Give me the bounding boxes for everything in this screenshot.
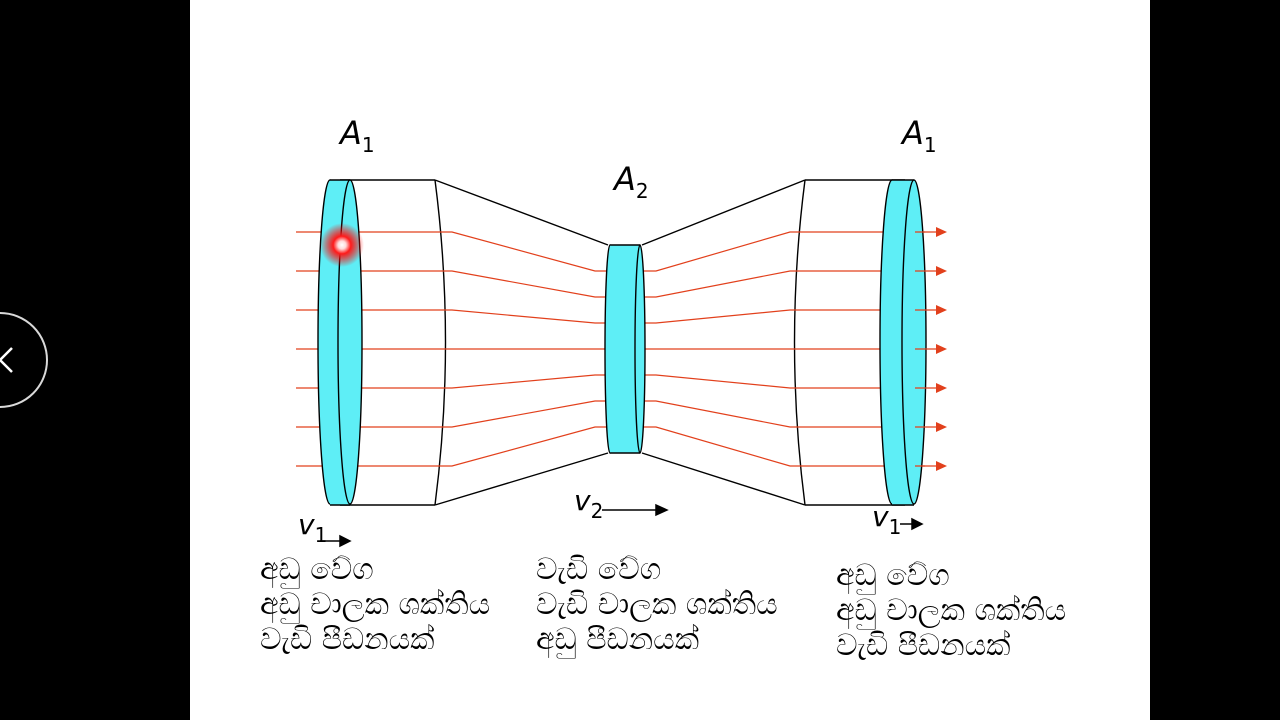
right-caption-line: අඩු වේග	[836, 558, 950, 593]
chevron-left-icon	[0, 347, 13, 373]
flow-arrowhead	[936, 227, 947, 237]
right-area-label: A1	[902, 114, 937, 157]
flow-arrowhead	[936, 461, 947, 471]
venturi-tube-diagram	[296, 179, 947, 548]
middle-velocity-label: v2	[574, 484, 604, 523]
back-button[interactable]	[0, 312, 48, 408]
left-area-label: A1	[340, 114, 375, 157]
right-caption-line: වැඩි පීඩනයක්	[836, 628, 1011, 663]
middle-area-label: A2	[614, 160, 649, 203]
left-caption-line: අඩු වේග	[260, 552, 374, 587]
middle-caption-line: වැඩි වේග	[536, 552, 662, 587]
velocity-arrows	[320, 503, 924, 548]
flow-arrowhead	[936, 305, 947, 315]
flow-arrowhead	[936, 266, 947, 276]
flow-arrowhead	[936, 383, 947, 393]
left-velocity-label: v1	[298, 508, 328, 547]
middle-caption-line: වැඩි චාලක ශක්තිය	[536, 587, 778, 622]
right-caption-line: අඩු චාලක ශක්තිය	[836, 593, 1067, 628]
left-caption-line: අඩු චාලක ශක්තිය	[260, 587, 491, 622]
middle-caption-line: අඩු පීඩනයක්	[536, 622, 700, 657]
left-caption-line: වැඩි පීඩනයක්	[260, 622, 435, 657]
middle-disk	[604, 244, 646, 454]
flow-arrowhead	[936, 422, 947, 432]
tube-outline	[340, 179, 905, 506]
flow-arrows	[915, 227, 947, 471]
right-caption: අඩු වේග අඩු චාලක ශක්තිය වැඩි පීඩනයක්	[836, 558, 1066, 663]
flow-arrowhead	[936, 344, 947, 354]
middle-caption: වැඩි වේග වැඩි චාලක ශක්තිය අඩු පීඩනයක්	[536, 552, 778, 657]
right-disk	[879, 179, 927, 506]
laser-pointer-dot	[320, 223, 364, 267]
right-velocity-label: v1	[872, 500, 902, 539]
left-caption: අඩු වේග අඩු චාලක ශක්තිය වැඩි පීඩනයක්	[260, 552, 490, 657]
slide: A1 A2 A1 v1 v2 v1 අඩු වේග අඩු චාලක ශක්ති…	[190, 0, 1150, 720]
